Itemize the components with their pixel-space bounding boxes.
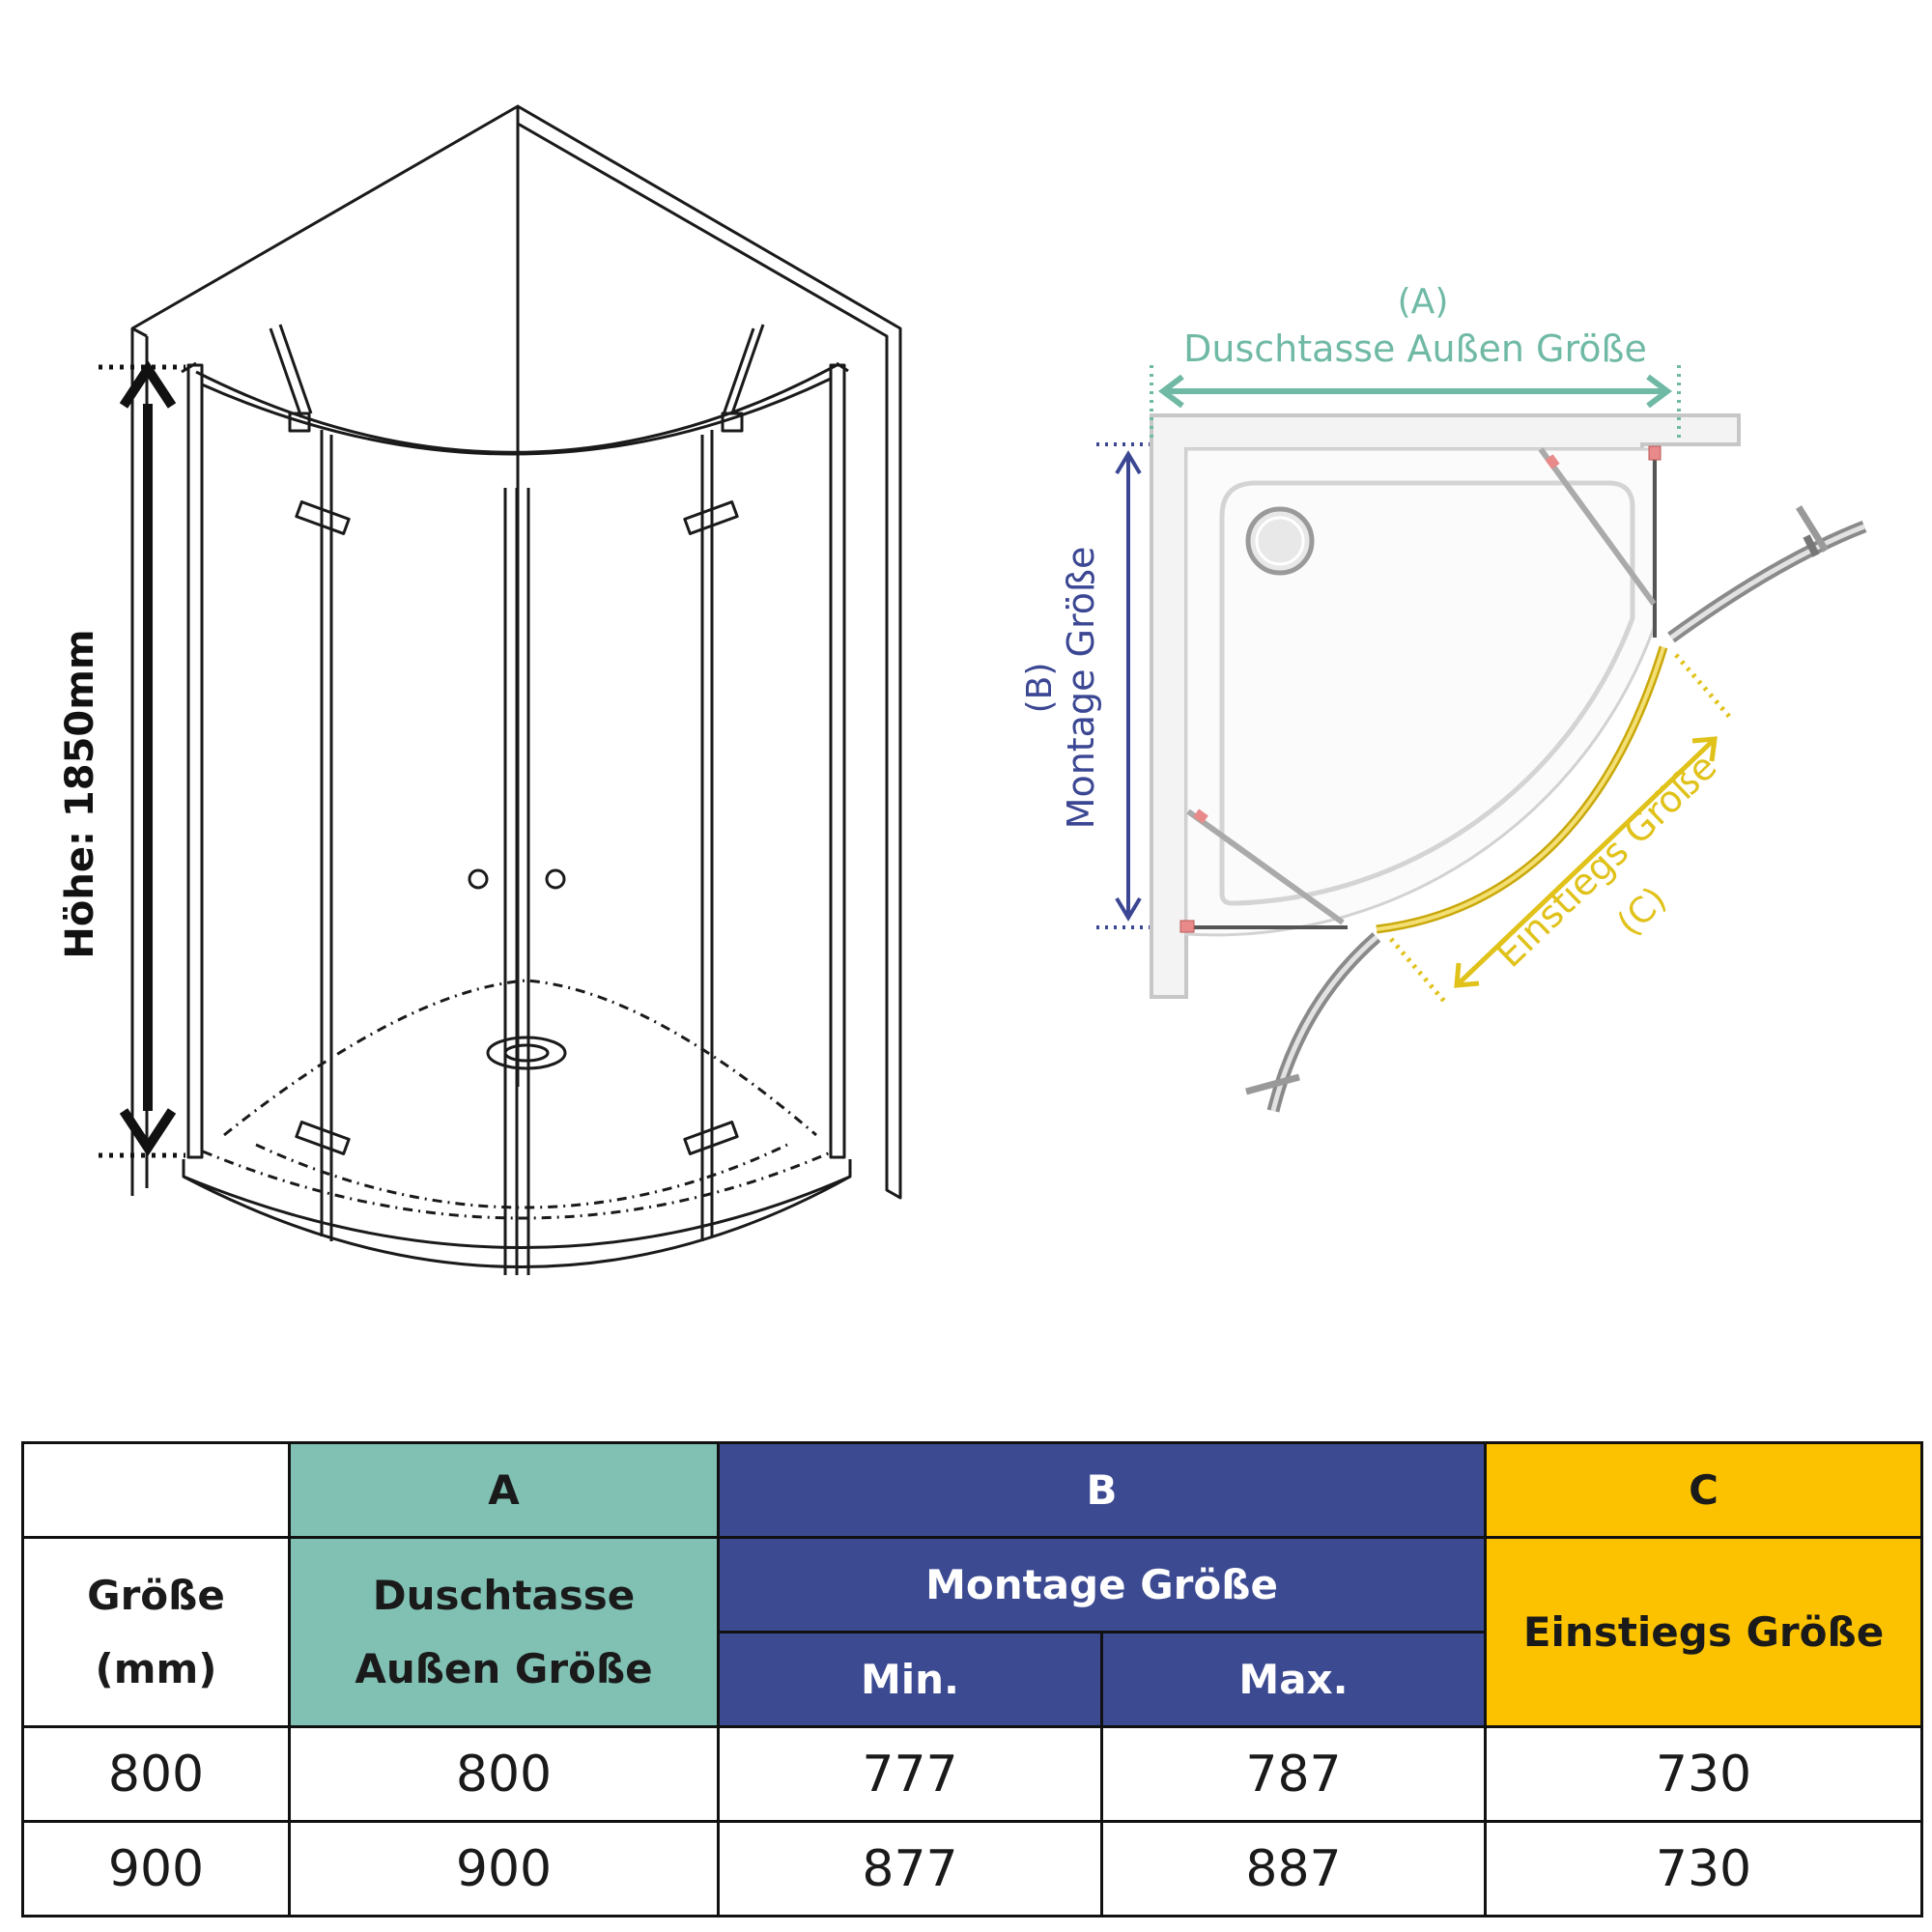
b-min-header: Min. <box>717 1631 1103 1728</box>
dimension-b-letter: (B) <box>1020 663 1060 714</box>
c-title-cell: Einstiegs Größe <box>1484 1536 1924 1728</box>
dimension-b <box>1096 442 1150 929</box>
row-c: 730 <box>1484 1725 1924 1823</box>
b-title-cell: Montage Größe <box>716 1536 1488 1634</box>
shower-top-view <box>1150 413 1867 1113</box>
door-left <box>1266 932 1381 1113</box>
dimension-a <box>1150 365 1681 442</box>
row-b-min: 777 <box>717 1725 1103 1823</box>
table-row: 900 900 877 887 730 <box>21 1820 1924 1918</box>
shower-isometric-view <box>130 104 902 1275</box>
dimension-a-letter: (A) <box>1398 282 1449 322</box>
a-title-line1: Duschtasse <box>372 1571 636 1619</box>
row-b-max: 787 <box>1099 1725 1488 1823</box>
door-right <box>1667 520 1867 643</box>
table-row: 800 800 777 787 730 <box>21 1725 1924 1823</box>
row-a: 900 <box>288 1820 720 1918</box>
shower-tray <box>182 1159 852 1268</box>
right-wall <box>517 104 902 1200</box>
row-b-max: 887 <box>1099 1820 1488 1918</box>
a-title-cell: Duschtasse Außen Größe <box>288 1536 720 1728</box>
size-table: A B C Größe (mm) Duschtasse Außen Größe … <box>21 1441 1924 1918</box>
corner-cell <box>21 1441 291 1539</box>
left-wall <box>130 104 520 1196</box>
b-max-header: Max. <box>1099 1631 1488 1728</box>
row-c: 730 <box>1484 1820 1924 1918</box>
row-a: 800 <box>288 1725 720 1823</box>
row-size: 800 <box>21 1725 291 1823</box>
dimension-b-title: Montage Größe <box>1060 547 1102 830</box>
dimension-c-letter: (C) <box>1610 879 1675 943</box>
col-b-header: B <box>716 1441 1488 1539</box>
col-a-header: A <box>288 1441 720 1539</box>
size-label-cell: Größe (mm) <box>21 1536 291 1728</box>
dimension-a-title: Duschtasse Außen Größe <box>1183 327 1647 370</box>
height-label: Höhe: 1850mm <box>58 629 102 958</box>
col-c-header: C <box>1484 1441 1924 1539</box>
row-b-min: 877 <box>717 1820 1103 1918</box>
height-dimension <box>99 359 185 1158</box>
size-label-line2: (mm) <box>95 1644 217 1692</box>
size-label-line1: Größe <box>87 1571 225 1619</box>
a-title-line2: Außen Größe <box>355 1644 653 1692</box>
diagram-drawing: Höhe: 1850mm (A) <box>58 104 1867 1275</box>
dimension-c <box>1389 653 1734 1007</box>
row-size: 900 <box>21 1820 291 1918</box>
